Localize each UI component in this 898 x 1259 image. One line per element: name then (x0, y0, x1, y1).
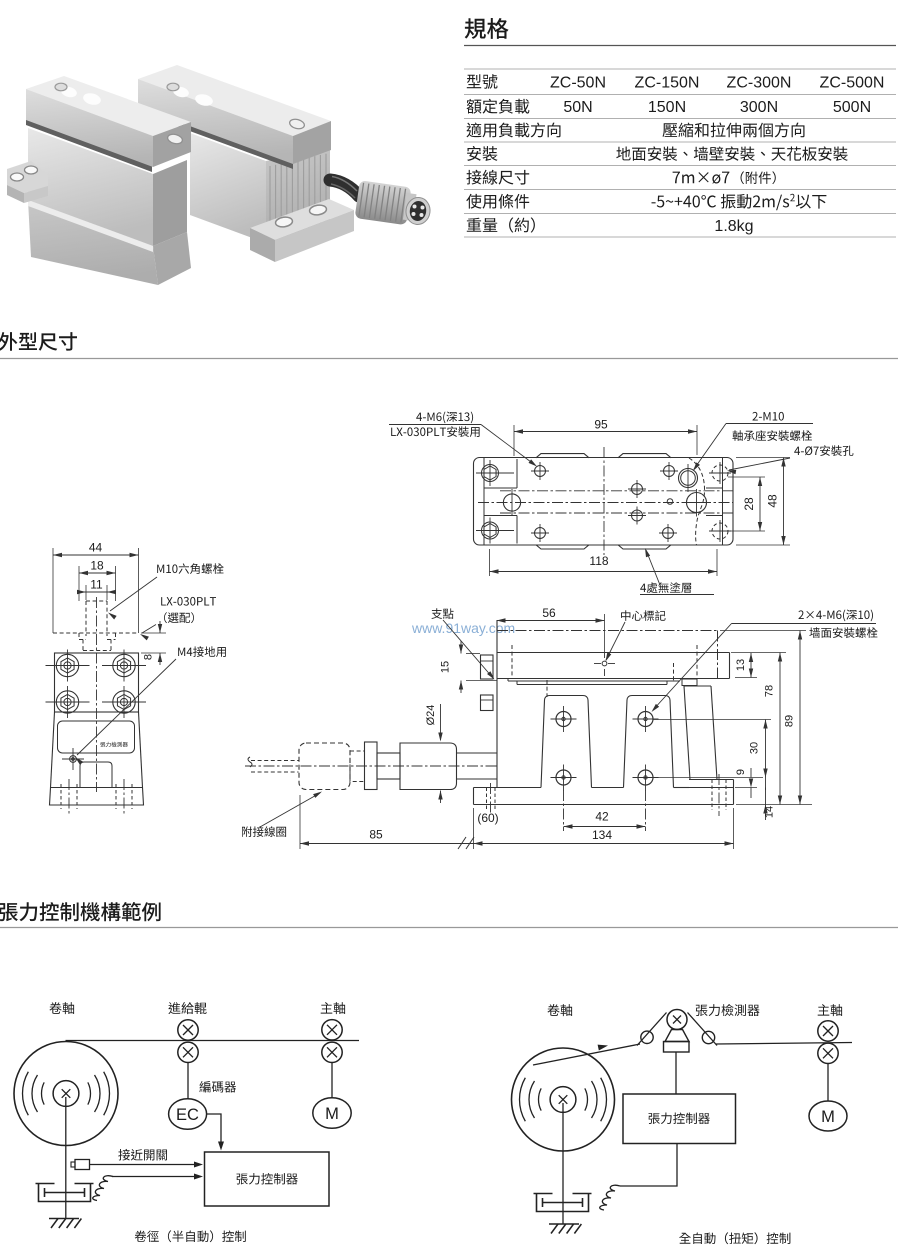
svg-text:50N: 50N (563, 99, 592, 116)
svg-text:ZC-300N: ZC-300N (727, 74, 792, 91)
svg-text:Ø24: Ø24 (425, 705, 437, 726)
svg-text:13: 13 (735, 659, 747, 671)
svg-text:95: 95 (594, 418, 608, 432)
svg-text:9: 9 (735, 769, 747, 775)
svg-text:134: 134 (592, 828, 612, 842)
svg-text:15: 15 (440, 661, 452, 673)
svg-text:M: M (325, 1105, 339, 1123)
svg-text:300N: 300N (740, 99, 778, 116)
svg-text:8: 8 (143, 654, 155, 660)
svg-text:48: 48 (766, 494, 780, 508)
svg-text:ZC-50N: ZC-50N (550, 74, 606, 91)
svg-text:150N: 150N (648, 99, 686, 116)
svg-text:89: 89 (784, 715, 796, 727)
svg-text:M: M (821, 1108, 835, 1126)
svg-text:(60): (60) (477, 811, 498, 825)
svg-text:28: 28 (742, 497, 756, 511)
svg-text:EC: EC (176, 1106, 199, 1124)
svg-text:42: 42 (595, 810, 609, 824)
svg-text:500N: 500N (833, 99, 871, 116)
svg-text:11: 11 (90, 578, 103, 592)
svg-text:18: 18 (90, 559, 104, 573)
svg-text:14: 14 (764, 806, 776, 818)
svg-text:ZC-150N: ZC-150N (635, 74, 700, 91)
svg-text:78: 78 (764, 685, 776, 697)
svg-text:30: 30 (749, 742, 761, 754)
svg-text:56: 56 (542, 606, 556, 620)
svg-text:85: 85 (369, 828, 383, 842)
svg-text:www.91way.com: www.91way.com (411, 620, 515, 636)
svg-text:ZC-500N: ZC-500N (820, 74, 885, 91)
svg-text:118: 118 (589, 554, 608, 568)
svg-text:1.8kg: 1.8kg (714, 218, 753, 235)
svg-text:44: 44 (89, 541, 103, 555)
